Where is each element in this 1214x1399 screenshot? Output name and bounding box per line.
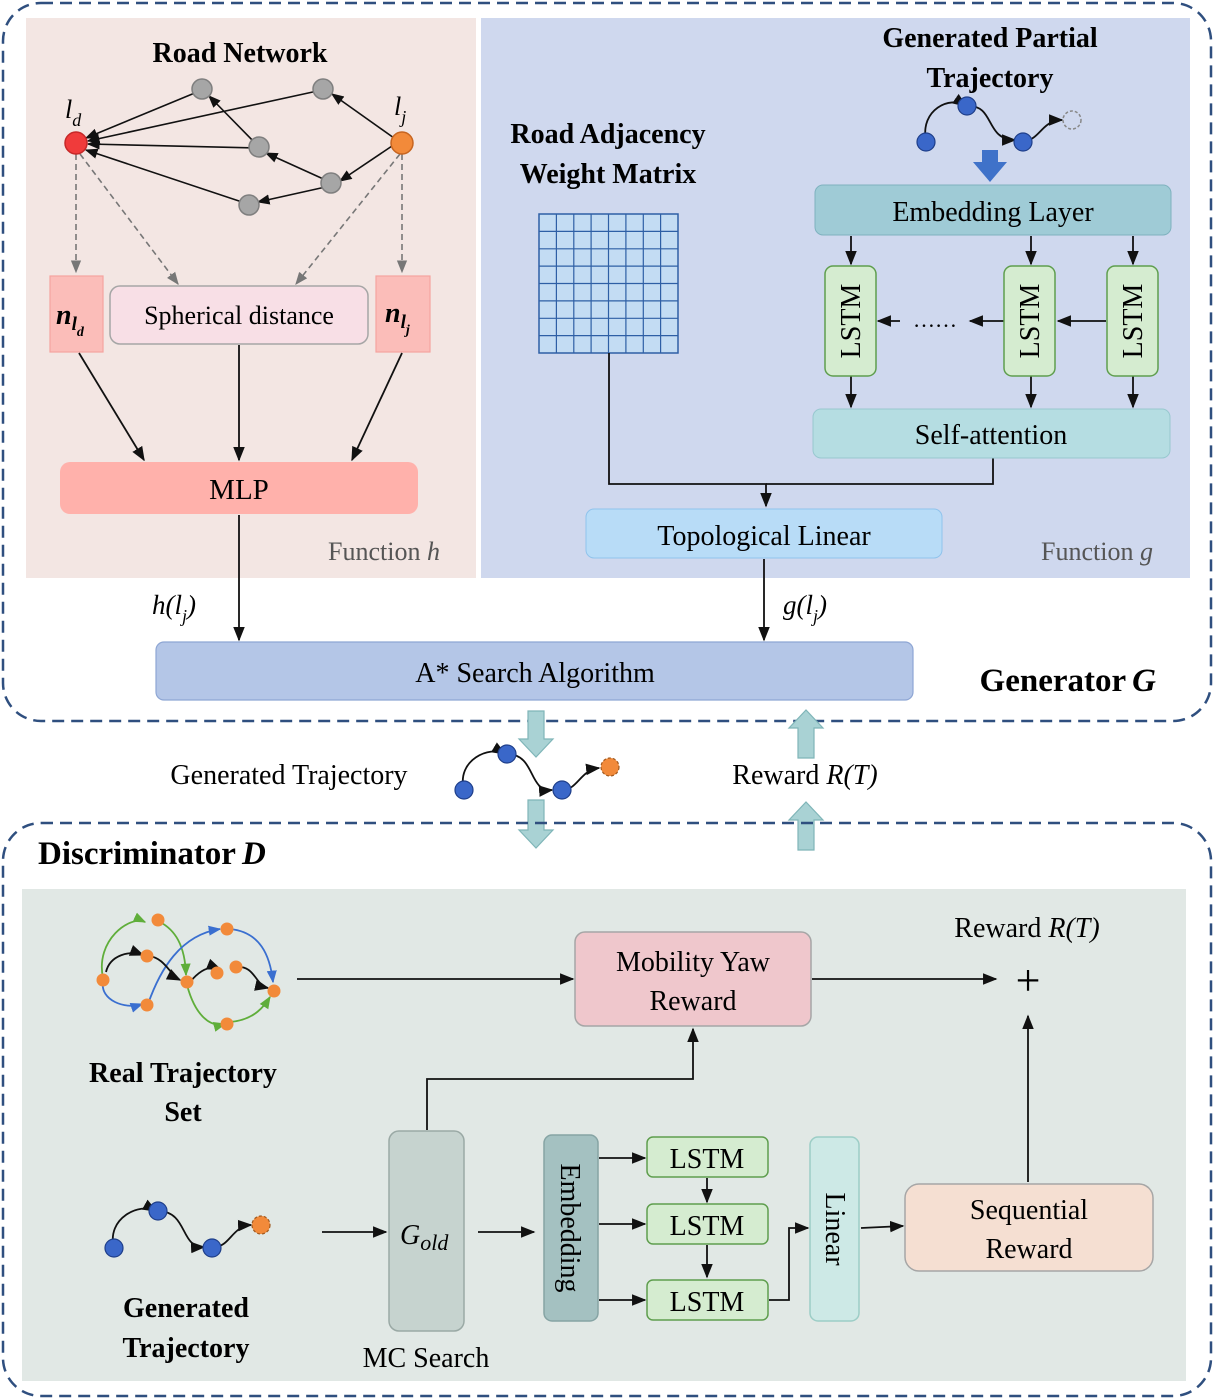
- svg-text:LSTM: LSTM: [670, 1144, 745, 1175]
- topological-linear-box: [585, 508, 943, 559]
- generated-trajectory-label-1: Generated: [123, 1293, 249, 1324]
- spherical-distance-box: [109, 285, 369, 345]
- up-arrow-icon-2: [787, 801, 825, 851]
- sequential-reward-label-2: Reward: [985, 1234, 1072, 1265]
- reward-middle-label: Reward R(T): [732, 760, 877, 791]
- generator-border: [1, 1, 1213, 723]
- down-block-arrow-icon: [973, 150, 1007, 182]
- node-lj-label: lj: [394, 92, 406, 127]
- node-lj: [390, 131, 414, 155]
- adjacency-title-2: Weight Matrix: [520, 159, 697, 190]
- sequential-reward-label-1: Sequential: [970, 1195, 1088, 1226]
- svg-text:LSTM: LSTM: [1015, 284, 1046, 359]
- mobility-yaw-box: [574, 931, 812, 1027]
- partial-trajectory-title-2: Trajectory: [927, 63, 1054, 94]
- mobility-yaw-label-2: Reward: [649, 986, 736, 1017]
- h-panel-arrows: [78, 345, 403, 462]
- g-lstm-1: LSTM: [824, 265, 877, 377]
- astar-input-arrows: [233, 515, 770, 642]
- self-attention-label: Self-attention: [915, 420, 1067, 451]
- n-lj-label: nlj: [385, 298, 410, 338]
- weight-matrix-grid: [538, 213, 679, 354]
- road-network-title: Road Network: [153, 38, 328, 69]
- partial-trajectory-title-1: Generated Partial: [882, 23, 1098, 54]
- road-network-edges: [84, 89, 395, 205]
- mc-search-label: MC Search: [363, 1343, 490, 1374]
- astar-label: A* Search Algorithm: [415, 658, 655, 689]
- embedding-layer-box: [814, 184, 1172, 236]
- lstm-ellipsis: ……: [913, 307, 957, 332]
- real-trajectory-set-graphic: [96, 912, 281, 1032]
- discriminator-arrows: [297, 973, 1034, 1306]
- astar-box: [155, 641, 914, 701]
- function-g-caption: Function g: [1041, 537, 1153, 566]
- function-h-caption: Function h: [328, 537, 440, 566]
- adjacency-title-1: Road Adjacency: [510, 119, 705, 150]
- svg-text:LSTM: LSTM: [670, 1211, 745, 1242]
- generated-trajectory-middle-label: Generated Trajectory: [170, 760, 407, 791]
- d-lstm-1: LSTM: [646, 1136, 769, 1178]
- sequential-reward-box: [904, 1183, 1154, 1272]
- mobility-yaw-label-1: Mobility Yaw: [616, 947, 771, 978]
- embedding-layer-label: Embedding Layer: [892, 197, 1094, 228]
- generated-trajectory-graphic: [104, 1199, 271, 1258]
- real-trajectory-label-1: Real Trajectory: [89, 1058, 277, 1089]
- svg-text:LSTM: LSTM: [1118, 284, 1149, 359]
- reward-discriminator-label: Reward R(T): [954, 913, 1099, 944]
- topological-linear-label: Topological Linear: [657, 521, 871, 552]
- g-panel-arrows: [608, 236, 1139, 508]
- generated-trajectory-label-2: Trajectory: [123, 1333, 250, 1364]
- g-lstm-3: LSTM: [1106, 265, 1159, 377]
- road-network-nodes: [64, 78, 414, 216]
- d-lstm-2: LSTM: [646, 1203, 769, 1245]
- n-ld-label: nld: [56, 300, 85, 340]
- svg-text:LSTM: LSTM: [836, 284, 867, 359]
- n-ld-box: [49, 275, 104, 353]
- d-lstm-3: LSTM: [646, 1279, 769, 1321]
- g-old-label: Gold: [400, 1220, 449, 1255]
- partial-trajectory-graphic: [916, 93, 1082, 152]
- g-old-box: [388, 1130, 465, 1332]
- g-lstm-2: LSTM: [1003, 265, 1056, 377]
- road-network-dashed: [70, 153, 408, 286]
- h-output-label: h(lj): [152, 590, 196, 626]
- plus-sign: +: [1016, 956, 1041, 1005]
- embedding-box: Embedding: [543, 1134, 599, 1322]
- node-ld: [64, 131, 88, 155]
- spherical-distance-label: Spherical distance: [144, 301, 334, 330]
- up-arrow-icon-1: [787, 709, 825, 759]
- generated-trajectory-middle-graphic: [454, 742, 620, 800]
- n-lj-box: [375, 275, 431, 353]
- svg-text:Linear: Linear: [819, 1192, 850, 1266]
- mlp-box: [60, 462, 418, 514]
- down-arrow-icon-1: [517, 710, 555, 758]
- real-trajectory-label-2: Set: [164, 1097, 202, 1128]
- g-output-label: g(lj): [783, 590, 827, 626]
- svg-text:LSTM: LSTM: [670, 1287, 745, 1318]
- node-ld-label: ld: [65, 95, 82, 130]
- svg-text:Embedding: Embedding: [554, 1163, 585, 1292]
- linear-box: Linear: [809, 1136, 860, 1322]
- mlp-label: MLP: [209, 474, 269, 506]
- self-attention-box: [812, 408, 1171, 459]
